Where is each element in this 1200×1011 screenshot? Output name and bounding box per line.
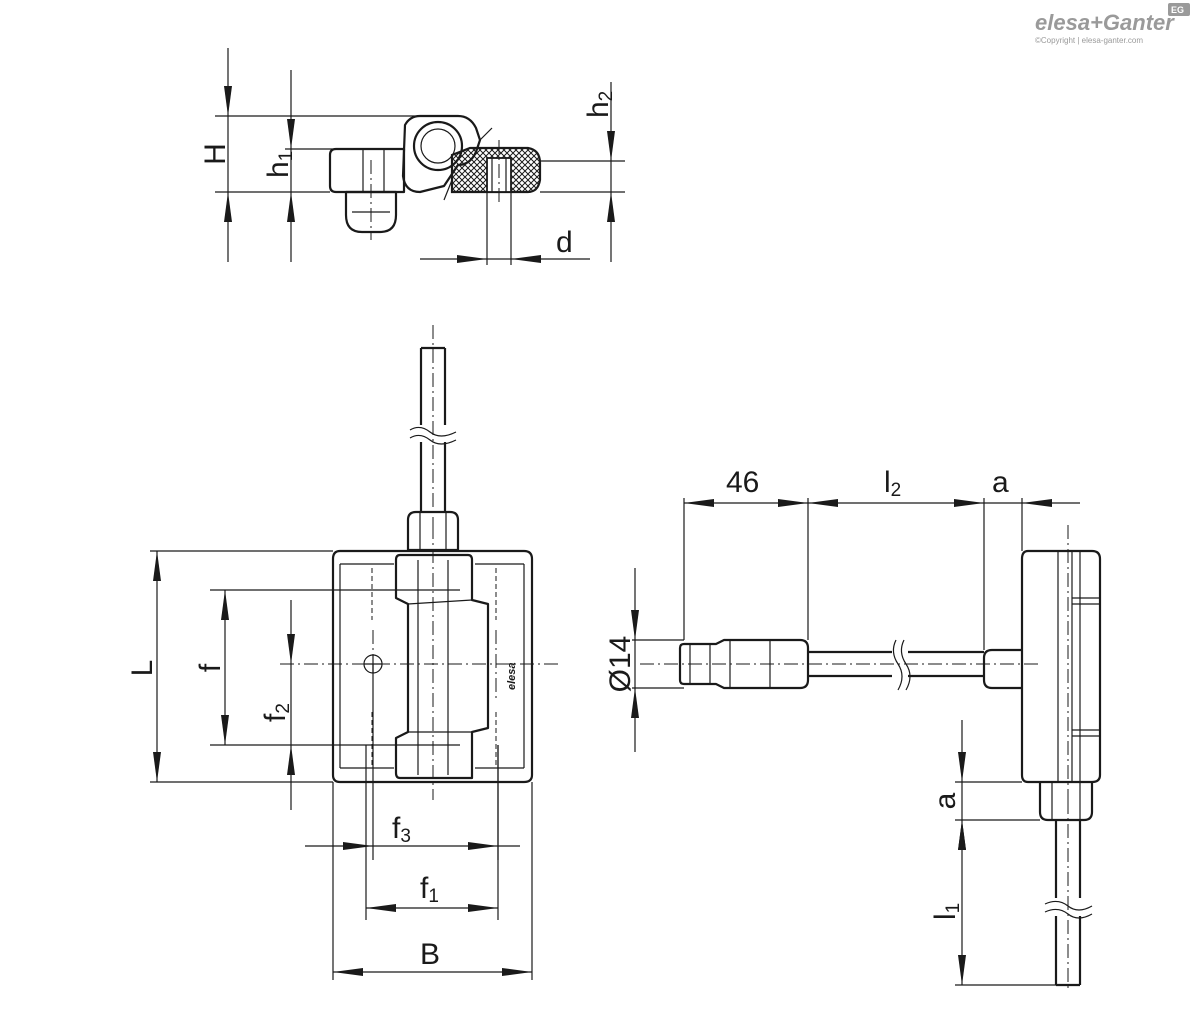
brand-badge-icon — [1168, 3, 1190, 16]
brand-badge-text: EG — [1171, 5, 1184, 15]
dim-f1-label: f1 — [420, 872, 439, 907]
dim-l2-label: l2 — [884, 466, 901, 501]
dim-B-label: B — [420, 938, 440, 971]
dim-f-label: f — [194, 663, 227, 672]
dim-L-label: L — [126, 660, 159, 677]
dim-h2-label: h2 — [582, 91, 617, 118]
brand-logo: elesa+Ganter EG ©Copyright | elesa-gante… — [1035, 3, 1190, 45]
dim-d-label: d — [556, 226, 573, 259]
brand-name: elesa+Ganter — [1035, 10, 1175, 35]
dim-h1-label: h1 — [262, 151, 297, 178]
dim-l1-label: l1 — [929, 903, 964, 920]
dim-a-side-label: a — [929, 792, 962, 809]
front-view: elesa L f f2 f3 f1 — [126, 325, 562, 980]
side-view: 46 l2 a Ø14 a l1 — [604, 466, 1102, 990]
top-view: H h1 h2 d — [199, 48, 625, 265]
dim-f2-label: f2 — [259, 703, 294, 722]
copyright-text: ©Copyright | elesa-ganter.com — [1035, 36, 1143, 45]
dim-a-top-label: a — [992, 466, 1009, 499]
dim-46-label: 46 — [726, 466, 759, 499]
dim-f3-label: f3 — [392, 812, 411, 847]
dim-H-label: H — [199, 143, 232, 165]
product-marking: elesa — [506, 662, 518, 690]
dim-dia-label: Ø14 — [604, 636, 637, 693]
